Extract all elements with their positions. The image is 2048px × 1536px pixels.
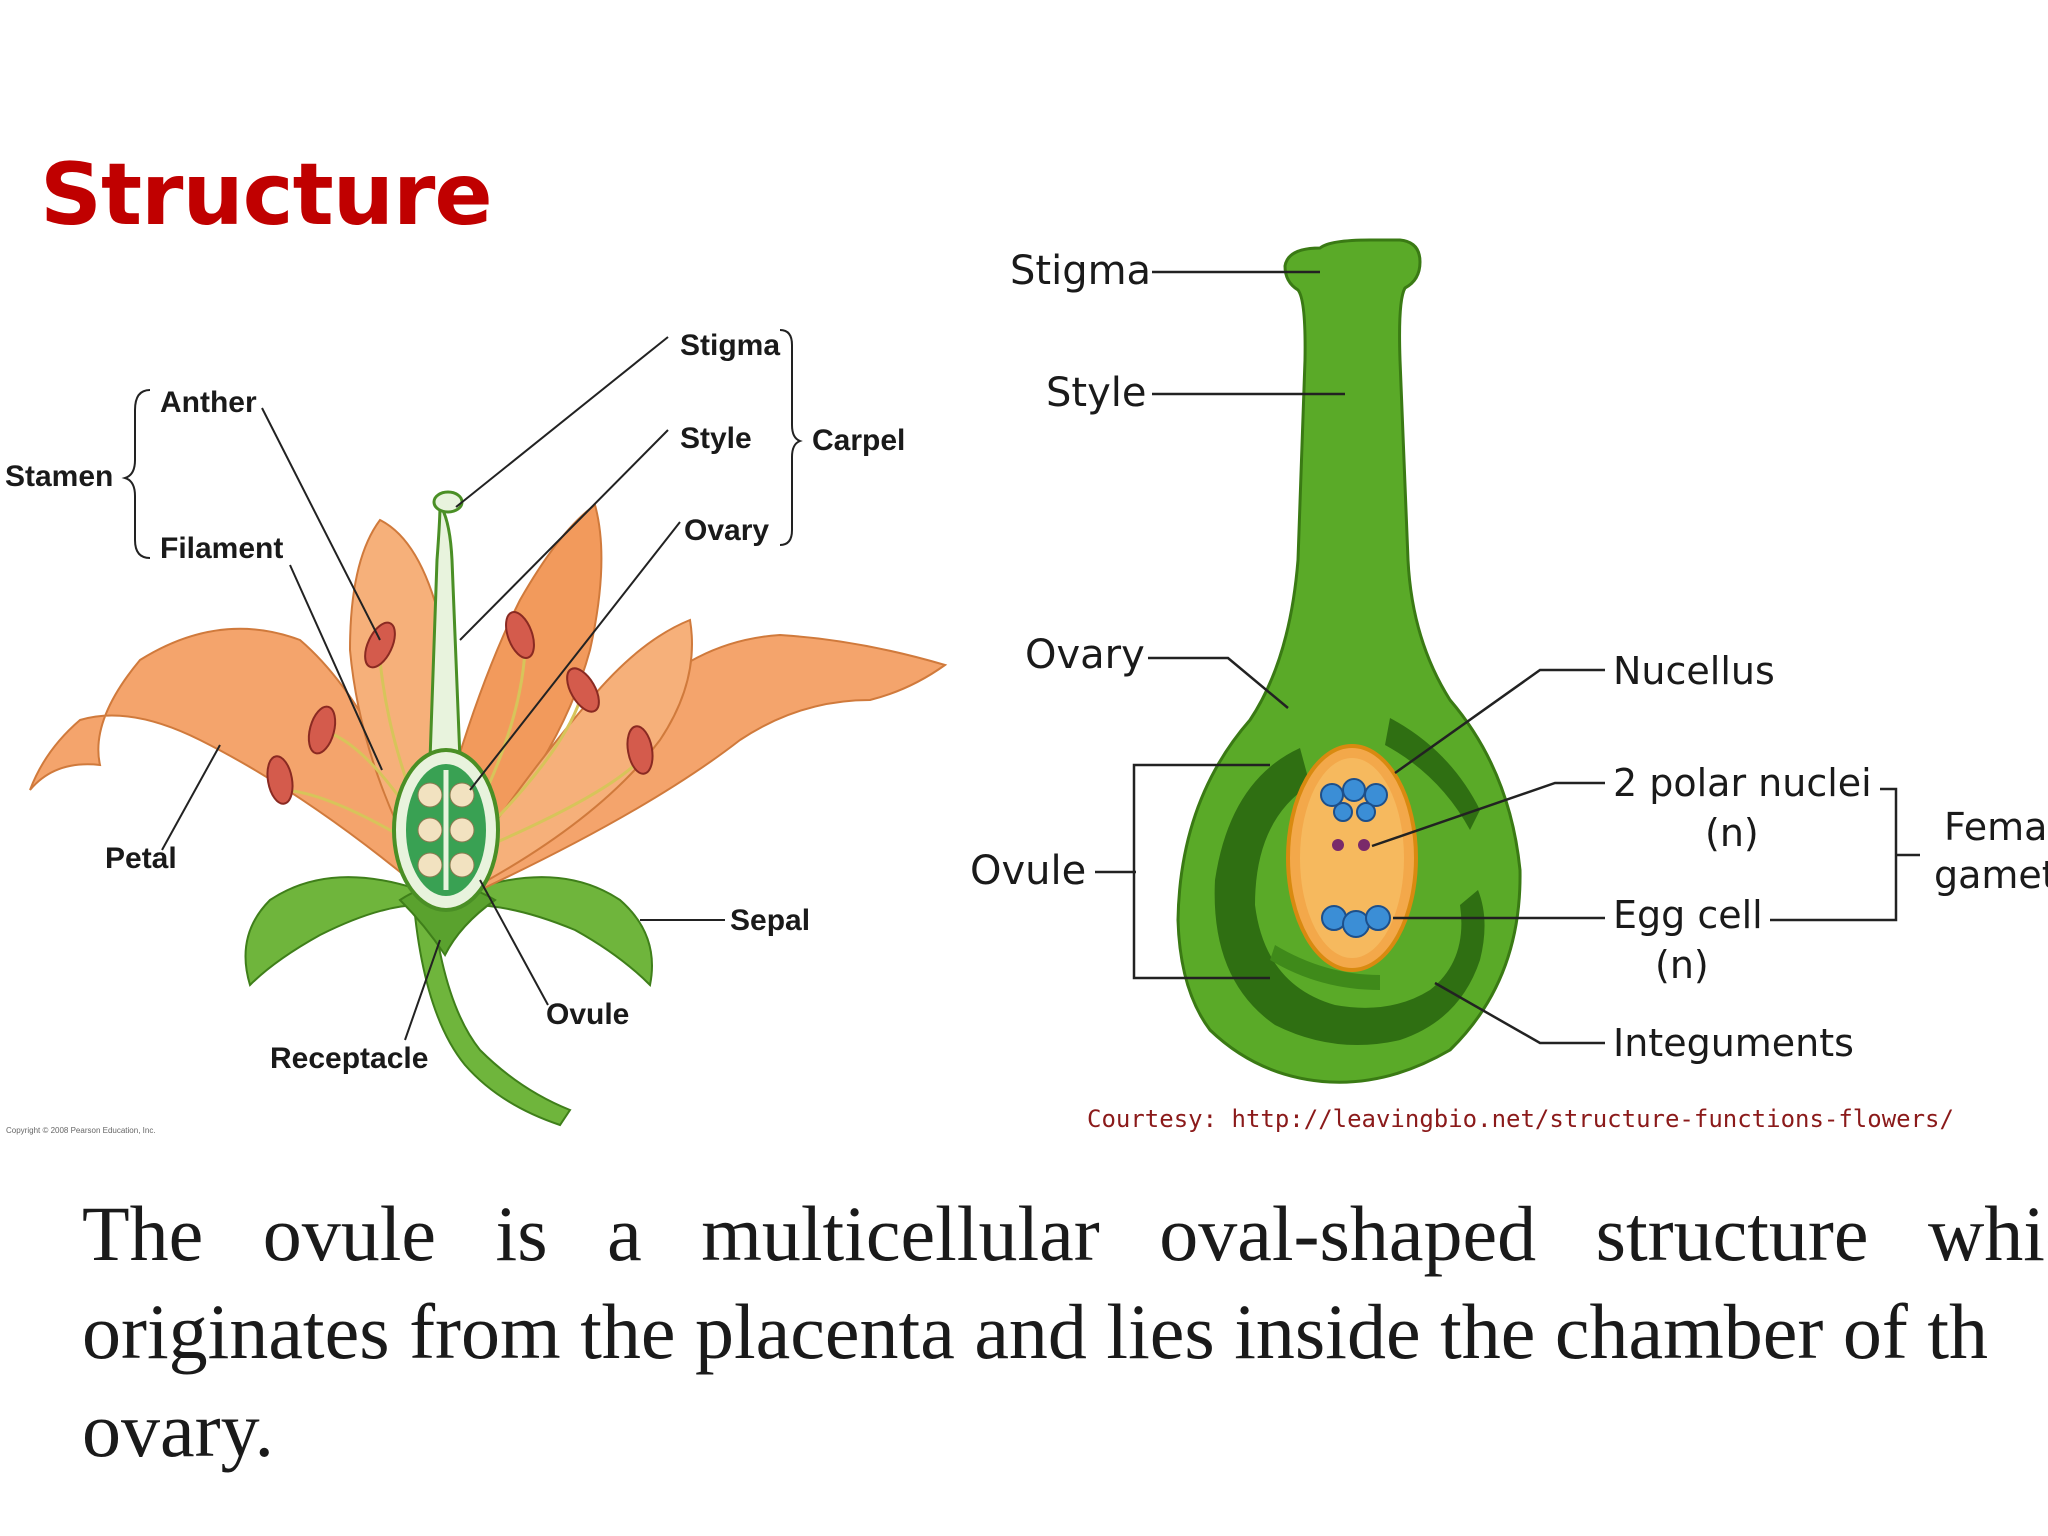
pistil-body bbox=[1176, 238, 1522, 1084]
label-receptacle: Receptacle bbox=[270, 1042, 428, 1075]
label-polar-nuclei-n: (n) bbox=[1705, 811, 1759, 855]
label-egg-cell: Egg cell bbox=[1613, 893, 1763, 937]
label-egg-cell-n: (n) bbox=[1655, 943, 1709, 987]
body-line-3: ovary. bbox=[82, 1386, 275, 1473]
antipodal-cells bbox=[1320, 778, 1388, 822]
sepal-right bbox=[469, 876, 653, 988]
body-paragraph: The ovule is a multicellular oval-shaped… bbox=[82, 1185, 2048, 1479]
copyright-note: Copyright © 2008 Pearson Education, Inc. bbox=[6, 1126, 156, 1135]
label-polar-nuclei: 2 polar nuclei bbox=[1613, 761, 1872, 805]
flower-ovules bbox=[417, 782, 475, 878]
label-female-gamete-2: gamet bbox=[1934, 853, 2048, 897]
label-stigma-flower: Stigma bbox=[680, 329, 780, 362]
label-ovule-pistil: Ovule bbox=[970, 848, 1086, 894]
flower-stigma bbox=[432, 490, 464, 514]
label-ovule-flower: Ovule bbox=[546, 998, 629, 1031]
label-stigma-pistil: Stigma bbox=[1010, 248, 1151, 294]
pistil-diagram: Stigma Style Ovary Ovule Nucellus 2 pola… bbox=[970, 238, 2048, 1084]
label-female-gamete-1: Femal bbox=[1944, 805, 2048, 849]
egg-cell bbox=[1321, 905, 1391, 938]
flower-pistil-style bbox=[428, 500, 462, 762]
polar-nuclei bbox=[1332, 839, 1370, 851]
label-style-flower: Style bbox=[680, 422, 752, 455]
label-petal: Petal bbox=[105, 842, 177, 875]
label-integuments: Integuments bbox=[1613, 1021, 1854, 1065]
label-nucellus: Nucellus bbox=[1613, 649, 1775, 693]
label-stamen: Stamen bbox=[5, 460, 113, 493]
label-carpel: Carpel bbox=[812, 424, 905, 457]
label-ovary-flower: Ovary bbox=[684, 514, 769, 547]
label-ovary-pistil: Ovary bbox=[1025, 632, 1145, 678]
body-line-1: The ovule is a multicellular oval-shaped… bbox=[82, 1190, 2048, 1277]
flower-diagram: Stamen Anther Filament Stigma Style Ovar… bbox=[5, 329, 948, 1127]
pistil-leader-lines bbox=[1095, 270, 1920, 1045]
label-sepal: Sepal bbox=[730, 904, 810, 937]
label-filament: Filament bbox=[160, 532, 283, 565]
petal-far-left bbox=[29, 627, 422, 882]
flower-leader-lines bbox=[121, 329, 803, 1041]
label-anther: Anther bbox=[160, 386, 257, 419]
anthers bbox=[266, 611, 654, 805]
sepal-left bbox=[244, 876, 421, 987]
petal-right-mid bbox=[453, 618, 693, 892]
slide-title: Structure bbox=[40, 145, 493, 245]
body-line-2: originates from the placenta and lies in… bbox=[82, 1288, 1989, 1375]
courtesy-link: Courtesy: http://leavingbio.net/structur… bbox=[1087, 1105, 1954, 1133]
label-style-pistil: Style bbox=[1046, 370, 1146, 416]
